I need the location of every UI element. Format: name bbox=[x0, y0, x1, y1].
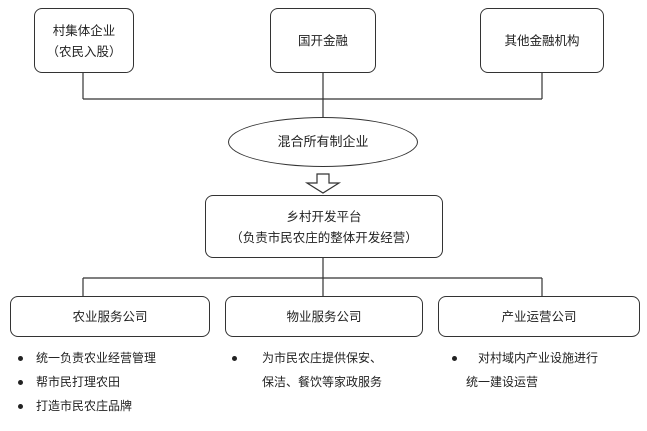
bullet-text-line2: 统一建设运营 bbox=[466, 375, 539, 389]
industry-operation-duties: 对村域内产业设施进行 统一建设运营 bbox=[446, 349, 641, 397]
list-item: 统一负责农业经营管理 bbox=[14, 349, 214, 373]
bullet-icon bbox=[18, 380, 23, 385]
bullet-icon bbox=[18, 404, 23, 409]
agri-service-duties: 统一负责农业经营管理 帮市民打理农田 打造市民农庄品牌 bbox=[14, 349, 214, 421]
company-agri-service: 农业服务公司 bbox=[10, 296, 210, 337]
rural-development-platform-line2: （负责市民农庄的整体开发经营） bbox=[230, 229, 418, 245]
mixed-ownership-enterprise-label: 混合所有制企业 bbox=[277, 134, 369, 150]
list-item: 为市民农庄提供保安、 保洁、餐饮等家政服务 bbox=[228, 349, 428, 397]
bullet-text: 帮市民打理农田 bbox=[36, 375, 121, 389]
company-industry-operation-label: 产业运营公司 bbox=[501, 309, 577, 324]
mixed-ownership-enterprise: 混合所有制企业 bbox=[228, 117, 418, 167]
company-property-service-label: 物业服务公司 bbox=[286, 309, 362, 324]
bullet-text-line2: 保洁、餐饮等家政服务 bbox=[262, 375, 383, 389]
bullet-icon bbox=[232, 356, 237, 361]
list-item: 打造市民农庄品牌 bbox=[14, 397, 214, 421]
entity-village-collective-line1: 村集体企业 bbox=[52, 22, 116, 38]
bullet-text-line1: 为市民农庄提供保安、 bbox=[262, 351, 383, 365]
bullet-icon bbox=[452, 356, 457, 361]
list-item: 对村域内产业设施进行 统一建设运营 bbox=[446, 349, 641, 397]
bullet-text: 统一负责农业经营管理 bbox=[36, 351, 157, 365]
bullet-icon bbox=[18, 356, 23, 361]
entity-other-financial: 其他金融机构 bbox=[480, 8, 604, 73]
bullet-text: 打造市民农庄品牌 bbox=[36, 399, 133, 413]
entity-other-financial-line1: 其他金融机构 bbox=[504, 33, 580, 48]
company-industry-operation: 产业运营公司 bbox=[438, 296, 640, 337]
rural-development-platform: 乡村开发平台 （负责市民农庄的整体开发经营） bbox=[205, 195, 443, 258]
entity-cdb-capital-line1: 国开金融 bbox=[297, 33, 348, 48]
entity-cdb-capital: 国开金融 bbox=[270, 8, 376, 73]
company-agri-service-label: 农业服务公司 bbox=[72, 309, 148, 324]
list-item: 帮市民打理农田 bbox=[14, 373, 214, 397]
property-service-duties: 为市民农庄提供保安、 保洁、餐饮等家政服务 bbox=[228, 349, 428, 397]
entity-village-collective-line2: （农民入股） bbox=[46, 43, 122, 59]
rural-development-platform-line1: 乡村开发平台 bbox=[286, 208, 362, 224]
down-arrow-icon bbox=[304, 173, 342, 194]
company-property-service: 物业服务公司 bbox=[225, 296, 423, 337]
entity-village-collective: 村集体企业 （农民入股） bbox=[34, 8, 134, 73]
bullet-text-line1: 对村域内产业设施进行 bbox=[478, 351, 599, 365]
